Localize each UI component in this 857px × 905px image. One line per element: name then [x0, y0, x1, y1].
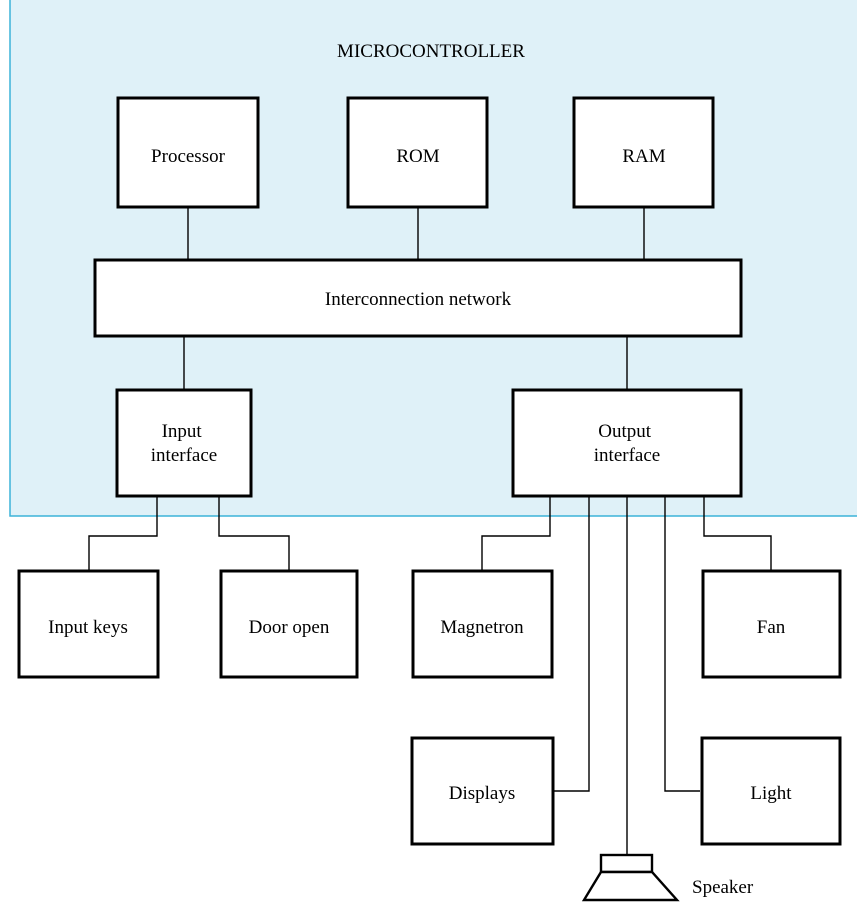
output-interface-line-2: interface [594, 445, 660, 466]
interconnection-network-label: Interconnection network [325, 289, 512, 310]
rom-block: ROM [346, 96, 489, 209]
input-interface-block: Input interface [115, 388, 253, 498]
output-interface-label: Output interface [594, 421, 660, 466]
input-interface-line-1: Input [162, 421, 203, 442]
interconnection-network-block: Interconnection network [93, 258, 743, 338]
processor-block: Processor [116, 96, 260, 209]
ram-label: RAM [622, 146, 665, 167]
input-interface-line-2: interface [151, 445, 217, 466]
wire-light [664, 496, 700, 792]
wire-fan [703, 496, 772, 571]
input-keys-label: Input keys [48, 617, 128, 638]
displays-label: Displays [449, 783, 516, 804]
output-interface-line-1: Output [598, 421, 652, 442]
speaker-cone-icon [581, 870, 680, 902]
wire-magnetron [481, 496, 551, 571]
wire-displays [554, 496, 590, 792]
fan-block: Fan [701, 569, 842, 679]
magnetron-label: Magnetron [440, 617, 524, 638]
magnetron-block: Magnetron [411, 569, 554, 679]
door-open-block: Door open [219, 569, 359, 679]
light-block: Light [700, 736, 842, 846]
wire-input-keys [88, 496, 158, 571]
door-open-label: Door open [249, 617, 330, 638]
processor-label: Processor [151, 146, 226, 167]
rom-label: ROM [396, 146, 439, 167]
input-keys-block: Input keys [17, 569, 160, 679]
displays-block: Displays [410, 736, 555, 846]
speaker-label: Speaker [692, 877, 754, 898]
speaker-icon [599, 853, 654, 874]
wire-door-open [218, 496, 290, 571]
input-interface-label: Input interface [151, 421, 217, 466]
fan-label: Fan [757, 617, 786, 638]
ram-block: RAM [572, 96, 715, 209]
light-label: Light [750, 783, 792, 804]
speaker: Speaker [581, 853, 754, 902]
microcontroller-label: MICROCONTROLLER [337, 41, 525, 62]
connections [88, 207, 772, 855]
output-interface-block: Output interface [511, 388, 743, 498]
